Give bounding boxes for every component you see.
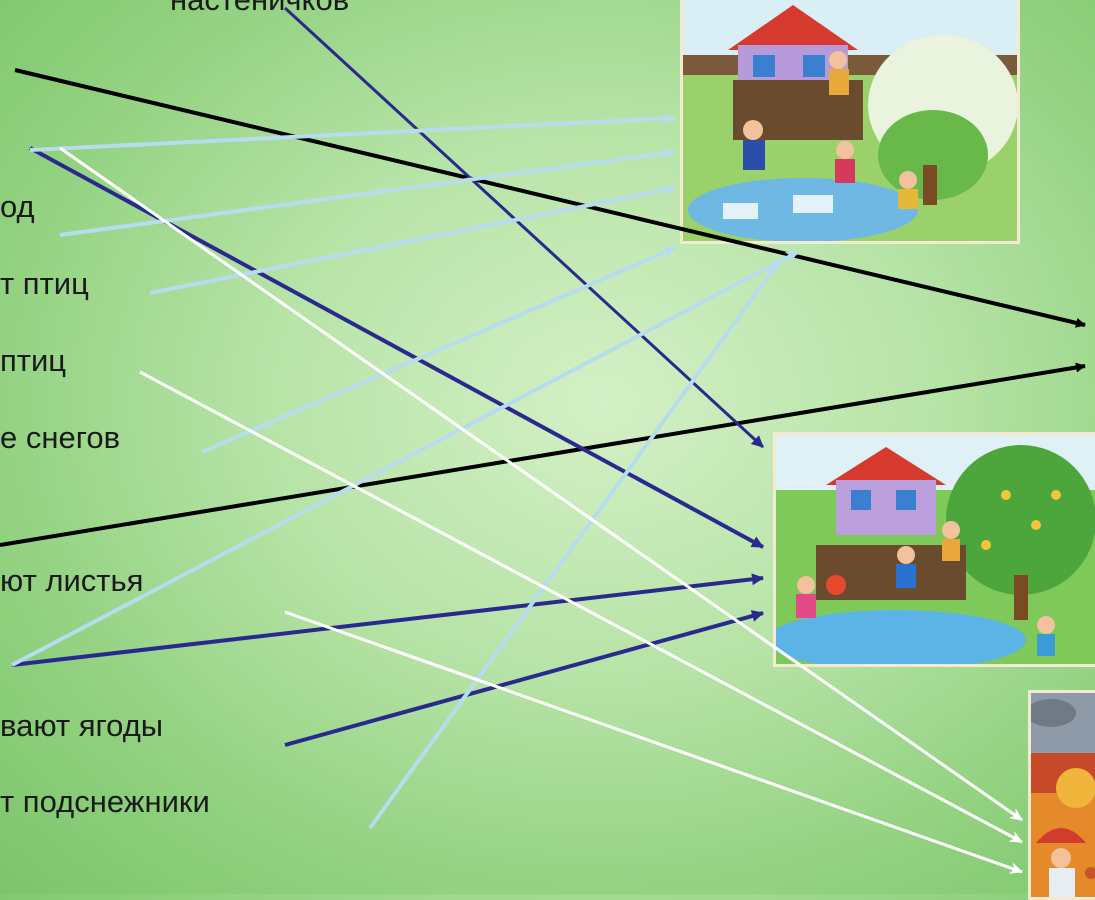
arrow-light-1 (29, 112, 676, 152)
arrow-light-3 (149, 184, 676, 295)
spring-scene-picture (680, 0, 1020, 244)
phrase-t-podsnezhniki: т подснежники (0, 784, 210, 819)
phrase-top-cut: настеничков (170, 0, 349, 18)
phrase-yut-listya: ют листья (0, 563, 144, 598)
phrase-od: од (0, 189, 35, 224)
arrow-light-2 (59, 147, 676, 237)
arrow-navy-1 (283, 6, 765, 449)
arrow-white-2 (139, 370, 1023, 844)
arrow-light-6 (368, 258, 782, 830)
phrase-t-ptits: т птиц (0, 266, 89, 301)
phrase-ptits: птиц (0, 343, 67, 378)
arrow-navy-4 (284, 610, 764, 747)
arrow-light-5 (11, 250, 799, 667)
phrase-vayut-yagody: вают ягоды (0, 708, 164, 743)
autumn-scene-picture (1028, 690, 1095, 900)
arrow-navy-3 (11, 573, 764, 667)
arrow-black-1 (14, 68, 1086, 328)
arrow-black-2 (0, 362, 1086, 547)
arrow-white-3 (284, 610, 1023, 874)
phrase-e-snegov: е снегов (0, 420, 121, 455)
arrow-light-4 (201, 246, 676, 454)
arrow-white-1 (59, 146, 1023, 822)
arrow-navy-2 (29, 146, 764, 549)
summer-scene-picture (773, 432, 1095, 667)
